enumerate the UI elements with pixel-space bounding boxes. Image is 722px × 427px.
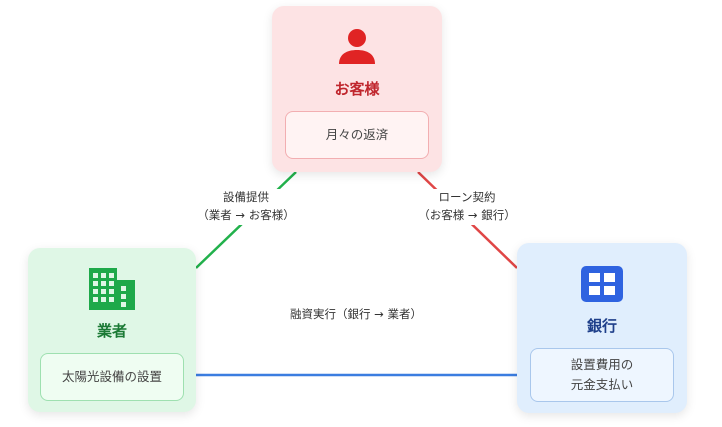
bank-node: 銀行 設置費用の 元金支払い	[517, 243, 687, 413]
edge-label-line1: ローン契約	[438, 190, 496, 204]
edge-label-customer-bank: ローン契約 （お客様 → 銀行）	[409, 189, 525, 225]
bank-title: 銀行	[586, 317, 617, 335]
building-icon	[89, 266, 135, 312]
bank-description-line2: 元金支払い	[570, 377, 634, 392]
vendor-description: 太陽光設備の設置	[40, 353, 184, 401]
bank-description: 設置費用の 元金支払い	[530, 348, 674, 402]
edge-label-line2: （お客様 → 銀行）	[418, 207, 516, 222]
edge-label-vendor-customer: 設備提供 （業者 → お客様）	[188, 189, 304, 225]
person-icon	[334, 24, 380, 70]
edge-label-bank-vendor: 融資実行（銀行 → 業者）	[270, 306, 442, 324]
bank-grid-icon	[579, 261, 625, 307]
customer-title: お客様	[334, 80, 380, 98]
bank-description-line1: 設置費用の	[570, 357, 634, 372]
edge-label-line1: 融資実行（銀行 → 業者）	[290, 307, 422, 321]
edge-label-line1: 設備提供	[223, 190, 269, 204]
customer-node: お客様 月々の返済	[272, 6, 442, 172]
customer-description: 月々の返済	[285, 111, 429, 159]
edge-label-line2: （業者 → お客様）	[197, 207, 295, 222]
vendor-title: 業者	[96, 322, 127, 340]
vendor-node: 業者 太陽光設備の設置	[28, 248, 196, 412]
